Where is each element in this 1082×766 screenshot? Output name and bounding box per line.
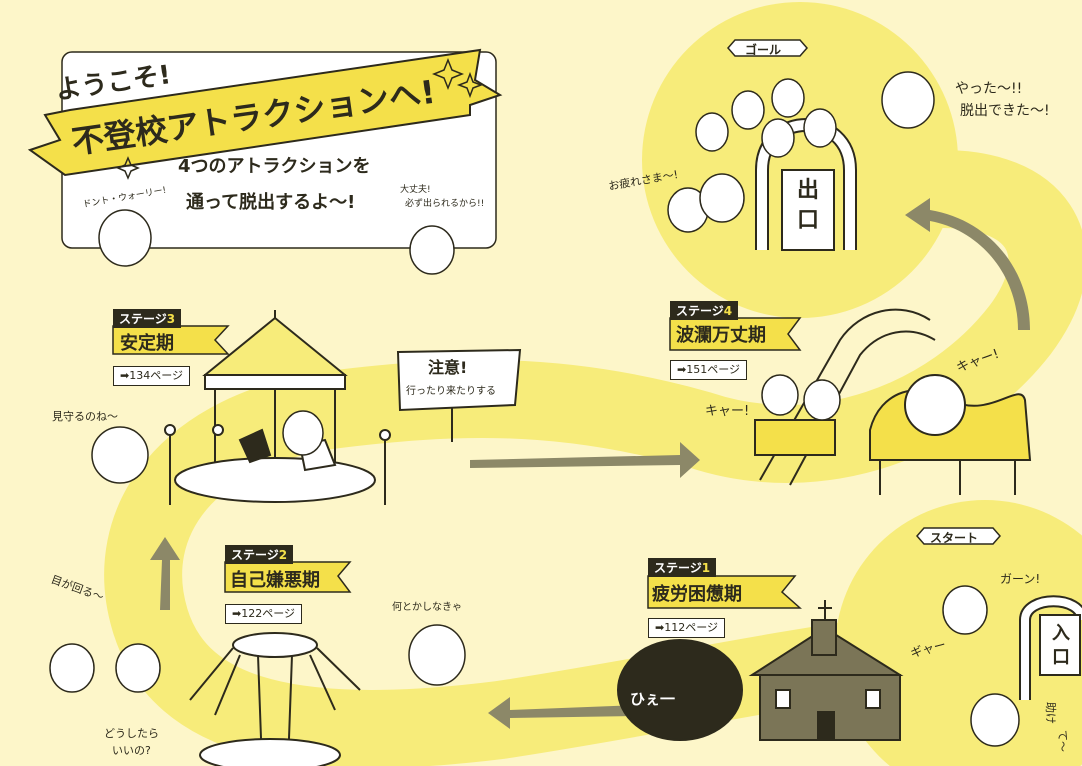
stage3-label: ステージ3 — [113, 309, 182, 328]
merry-go-round — [164, 310, 391, 505]
notice-body: 行ったり来たりする — [406, 386, 496, 397]
stage3-name: 安定期 — [120, 333, 174, 354]
help-speech2: て～ — [1056, 730, 1069, 752]
stage2-label: ステージ2 — [225, 545, 294, 564]
entrance-gate — [1019, 595, 1082, 700]
top-signs — [727, 39, 1001, 545]
stage4-page-link[interactable]: ➡151ページ — [670, 360, 747, 380]
goal-speech1: やった～!! — [955, 81, 1023, 97]
goal-speech2: 脱出できた～! — [960, 103, 1050, 119]
swing-ride — [189, 632, 361, 766]
roller-coaster — [754, 308, 1032, 495]
dog-right-speech2: 必ず出られるから!! — [405, 199, 485, 209]
stage2-name: 自己嫌悪期 — [230, 570, 320, 591]
path-arrows — [150, 198, 1030, 729]
welcome-ribbon — [27, 48, 503, 177]
winding-path — [104, 150, 1082, 766]
characters — [49, 71, 1020, 747]
welcome-sub1: 4つのアトラクションを — [178, 156, 371, 177]
watch-speech: 見守るのね～ — [52, 410, 118, 423]
stage-ribbons — [112, 317, 802, 609]
notice-sign — [396, 348, 522, 442]
hie-speech: ひぇ一 — [630, 690, 676, 708]
stage1-page-link[interactable]: ➡112ページ — [648, 618, 725, 638]
balloons — [695, 78, 837, 158]
exit-sign: 出口 — [796, 178, 819, 233]
do-something-speech: 何とかしなきゃ — [392, 602, 462, 613]
welcome-sub2: 通って脱出するよ～! — [186, 192, 356, 213]
what-do-speech2: いいの? — [112, 744, 151, 757]
stage4-name: 波瀾万丈期 — [676, 325, 766, 346]
entrance-sign: 入口 — [1052, 623, 1070, 668]
what-do-speech: どうしたら — [104, 727, 159, 740]
gaan-speech: ガーン! — [1000, 572, 1041, 586]
dog-right-speech1: 大丈夫! — [400, 185, 431, 195]
notice-title: 注意! — [428, 358, 468, 377]
stage2-page-link[interactable]: ➡122ページ — [225, 604, 302, 624]
help-speech1: 助け — [1044, 702, 1057, 724]
kya-speech2: キャー! — [705, 404, 750, 419]
goal-sign: ゴール — [745, 43, 782, 57]
sparkles — [116, 57, 484, 180]
stage3-page-link[interactable]: ➡134ページ — [113, 366, 190, 386]
stage4-label: ステージ4 — [670, 301, 739, 320]
haunted-house — [617, 600, 904, 741]
stage1-name: 疲労困憊期 — [652, 584, 742, 605]
stage1-label: ステージ1 — [648, 558, 717, 577]
start-sign: スタート — [930, 531, 979, 545]
goal-area — [642, 2, 958, 318]
